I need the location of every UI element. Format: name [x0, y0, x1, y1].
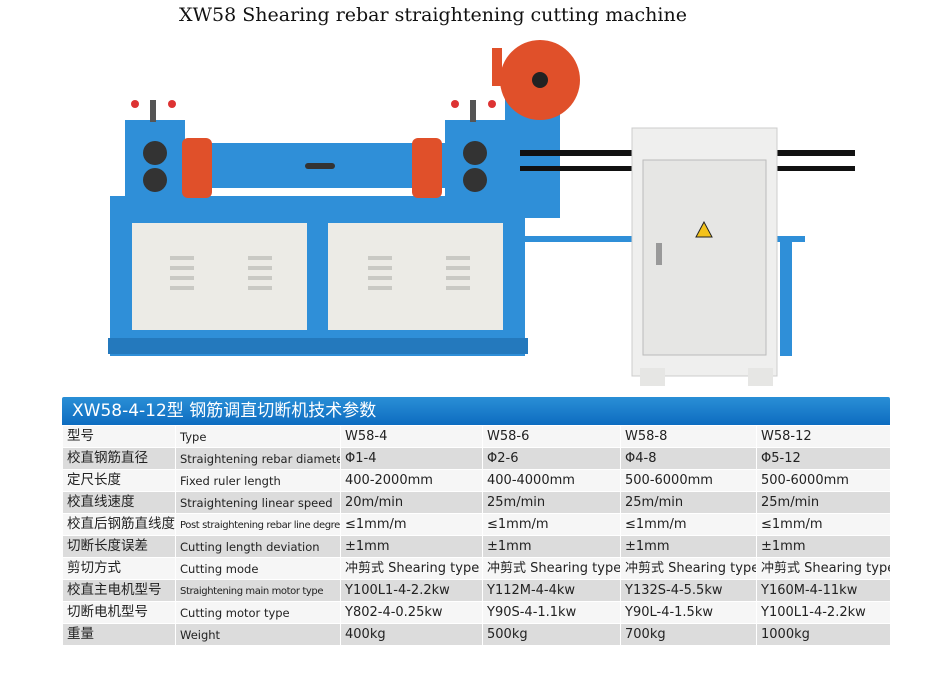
- param-value: W58-6: [482, 425, 621, 448]
- param-value: W58-8: [620, 425, 757, 448]
- param-name-cn: 校直后钢筋直线度: [62, 513, 176, 536]
- param-name-cn: 剪切方式: [62, 557, 176, 580]
- machine-photo: [108, 40, 855, 386]
- param-name-en: Type: [175, 425, 341, 448]
- param-name-en: Fixed ruler length: [175, 469, 341, 492]
- param-name-en: Cutting length deviation: [175, 535, 341, 558]
- page-title: XW58 Shearing rebar straightening cuttin…: [179, 4, 687, 26]
- param-name-en: Cutting mode: [175, 557, 341, 580]
- param-value: 400-2000mm: [340, 469, 483, 492]
- param-value: Φ2-6: [482, 447, 621, 470]
- param-value: Y100L1-4-2.2kw: [756, 601, 891, 624]
- param-value: Y132S-4-5.5kw: [620, 579, 757, 602]
- param-name-en: Straightening rebar diameter: [175, 447, 341, 470]
- param-value: ±1mm: [482, 535, 621, 558]
- param-value: ≤1mm/m: [340, 513, 483, 536]
- param-value: 500kg: [482, 623, 621, 646]
- param-value: W58-12: [756, 425, 891, 448]
- param-value: ±1mm: [340, 535, 483, 558]
- param-value: ±1mm: [620, 535, 757, 558]
- param-value: ≤1mm/m: [756, 513, 891, 536]
- param-value: 25m/min: [482, 491, 621, 514]
- param-value: ≤1mm/m: [620, 513, 757, 536]
- param-value: 冲剪式 Shearing type: [340, 557, 483, 580]
- param-name-cn: 校直钢筋直径: [62, 447, 176, 470]
- param-value: 1000kg: [756, 623, 891, 646]
- param-value: Y112M-4-4kw: [482, 579, 621, 602]
- param-name-cn: 切断长度误差: [62, 535, 176, 558]
- param-value: 25m/min: [756, 491, 891, 514]
- param-name-cn: 校直主电机型号: [62, 579, 176, 602]
- param-name-cn: 重量: [62, 623, 176, 646]
- param-value: 冲剪式 Shearing type: [756, 557, 891, 580]
- param-value: Φ1-4: [340, 447, 483, 470]
- param-value: ≤1mm/m: [482, 513, 621, 536]
- param-value: W58-4: [340, 425, 483, 448]
- param-name-en: Weight: [175, 623, 341, 646]
- param-name-cn: 校直线速度: [62, 491, 176, 514]
- param-value: Y160M-4-11kw: [756, 579, 891, 602]
- param-value: 400kg: [340, 623, 483, 646]
- param-value: 500-6000mm: [756, 469, 891, 492]
- param-value: Y90S-4-1.1kw: [482, 601, 621, 624]
- param-value: Y100L1-4-2.2kw: [340, 579, 483, 602]
- param-name-en: Cutting motor type: [175, 601, 341, 624]
- param-value: Y90L-4-1.5kw: [620, 601, 757, 624]
- spec-table-header: XW58-4-12型 钢筋调直切断机技术参数: [62, 397, 890, 425]
- param-value: 25m/min: [620, 491, 757, 514]
- param-name-cn: 切断电机型号: [62, 601, 176, 624]
- param-name-en: Straightening linear speed: [175, 491, 341, 514]
- param-value: 400-4000mm: [482, 469, 621, 492]
- param-value: Φ5-12: [756, 447, 891, 470]
- param-value: 500-6000mm: [620, 469, 757, 492]
- param-name-en: Straightening main motor type: [175, 579, 341, 602]
- param-name-cn: 型号: [62, 425, 176, 448]
- param-value: 冲剪式 Shearing type: [482, 557, 621, 580]
- param-value: 20m/min: [340, 491, 483, 514]
- param-value: 冲剪式 Shearing type: [620, 557, 757, 580]
- param-name-en: Post straightening rebar line degree: [175, 513, 341, 536]
- param-value: Y802-4-0.25kw: [340, 601, 483, 624]
- param-value: 700kg: [620, 623, 757, 646]
- param-value: Φ4-8: [620, 447, 757, 470]
- param-value: ±1mm: [756, 535, 891, 558]
- param-name-cn: 定尺长度: [62, 469, 176, 492]
